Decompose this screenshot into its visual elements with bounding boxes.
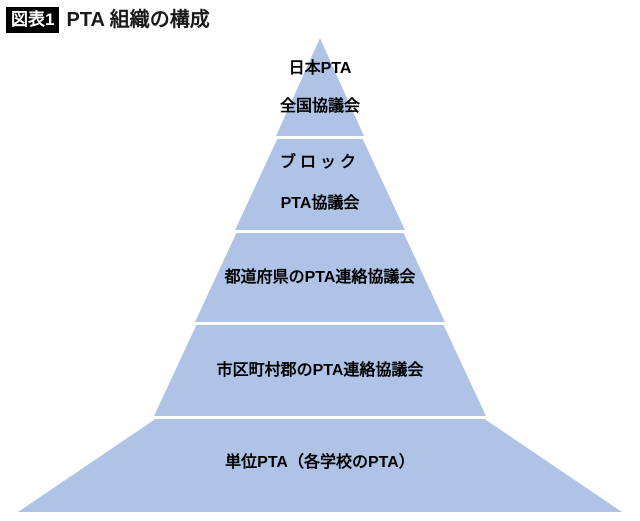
pyramid-tier-3-shape [195, 233, 445, 322]
pyramid-tier-5-shape [18, 419, 622, 512]
figure-number-badge: 図表1 [6, 7, 60, 33]
pyramid-tier-4-shape [154, 325, 486, 416]
page-title: PTA 組織の構成 [66, 9, 210, 31]
figure-header: 図表1 PTA 組織の構成 [0, 0, 640, 40]
pyramid-tier-2-shape [235, 139, 405, 230]
pyramid-tier-1-shape [276, 38, 364, 136]
